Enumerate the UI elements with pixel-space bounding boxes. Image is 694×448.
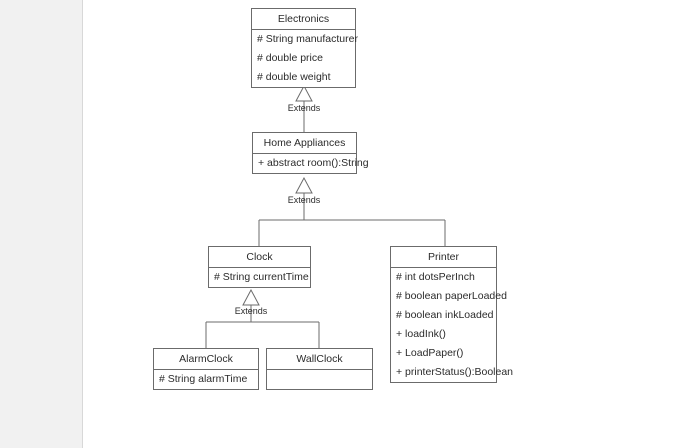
uml-class-name-alarm-clock: AlarmClock [154, 349, 258, 370]
uml-class-name-wall-clock: WallClock [267, 349, 372, 370]
relationship-label-extends-electronics: Extends [287, 103, 321, 113]
uml-member [267, 370, 372, 389]
uml-class-printer[interactable]: Printer # int dotsPerInch # boolean pape… [390, 246, 514, 383]
uml-member: # int dotsPerInch [396, 271, 475, 283]
uml-members-printer: # int dotsPerInch # boolean paperLoaded … [391, 268, 514, 382]
uml-member: + LoadPaper() [396, 347, 464, 359]
uml-member: # double weight [257, 71, 331, 83]
uml-class-clock[interactable]: Clock # String currentTime [208, 246, 311, 288]
uml-member: # boolean paperLoaded [396, 290, 507, 302]
uml-member: + printerStatus():Boolean [396, 366, 514, 378]
uml-member: # String alarmTime [159, 373, 248, 385]
relationship-label-extends-home-appliances: Extends [287, 195, 321, 205]
relationship-label-extends-clock: Extends [234, 306, 268, 316]
uml-members-electronics: # String manufacturer # double price # d… [252, 30, 358, 87]
uml-members-alarm-clock: # String alarmTime [154, 370, 258, 389]
uml-member: # boolean inkLoaded [396, 309, 494, 321]
uml-members-home-appliances: + abstract room():String [253, 154, 369, 173]
uml-members-wall-clock [267, 370, 372, 389]
uml-members-clock: # String currentTime [209, 268, 310, 287]
uml-member: + loadInk() [396, 328, 446, 340]
uml-class-wall-clock[interactable]: WallClock [266, 348, 373, 390]
uml-class-name-printer: Printer [391, 247, 496, 268]
uml-member: # String manufacturer [257, 33, 358, 45]
uml-class-home-appliances[interactable]: Home Appliances + abstract room():String [252, 132, 369, 174]
uml-class-name-home-appliances: Home Appliances [253, 133, 356, 154]
uml-class-name-electronics: Electronics [252, 9, 355, 30]
left-side-panel [0, 0, 83, 448]
uml-class-name-clock: Clock [209, 247, 310, 268]
uml-class-electronics[interactable]: Electronics # String manufacturer # doub… [251, 8, 358, 88]
uml-member: + abstract room():String [258, 157, 369, 169]
uml-member: # double price [257, 52, 323, 64]
uml-member: # String currentTime [214, 271, 309, 283]
uml-class-alarm-clock[interactable]: AlarmClock # String alarmTime [153, 348, 259, 390]
